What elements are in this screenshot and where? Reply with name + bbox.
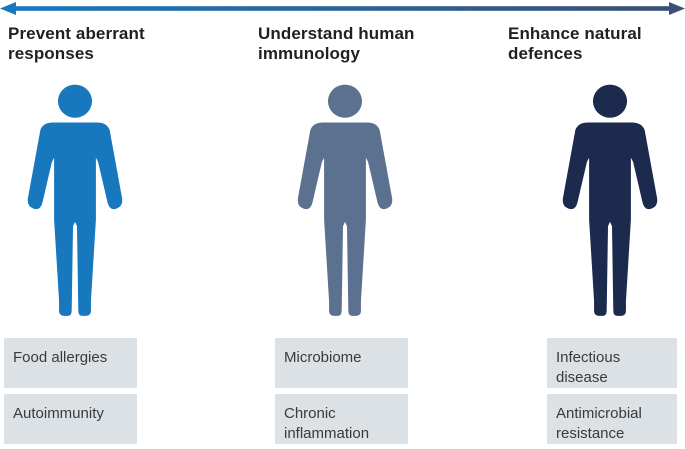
arrowhead-left-icon xyxy=(0,2,16,15)
label-box-autoimmunity: Autoimmunity xyxy=(4,394,137,444)
column-heading-enhance: Enhance natural defences xyxy=(508,24,642,64)
person-icon xyxy=(562,84,658,316)
arrowhead-right-icon xyxy=(669,2,685,15)
person-icon xyxy=(27,84,123,316)
column-heading-understand: Understand human immunology xyxy=(258,24,415,64)
spectrum-arrow xyxy=(0,2,685,15)
arrow-shaft xyxy=(13,6,672,11)
person-icon xyxy=(297,84,393,316)
label-box-antimicrobial-resistance: Antimicrobial resistance xyxy=(547,394,677,444)
label-box-microbiome: Microbiome xyxy=(275,338,408,388)
label-box-food-allergies: Food allergies xyxy=(4,338,137,388)
column-heading-prevent: Prevent aberrant responses xyxy=(8,24,145,64)
label-box-infectious-disease: Infectious disease xyxy=(547,338,677,388)
label-box-chronic-inflammation: Chronic inflammation xyxy=(275,394,408,444)
